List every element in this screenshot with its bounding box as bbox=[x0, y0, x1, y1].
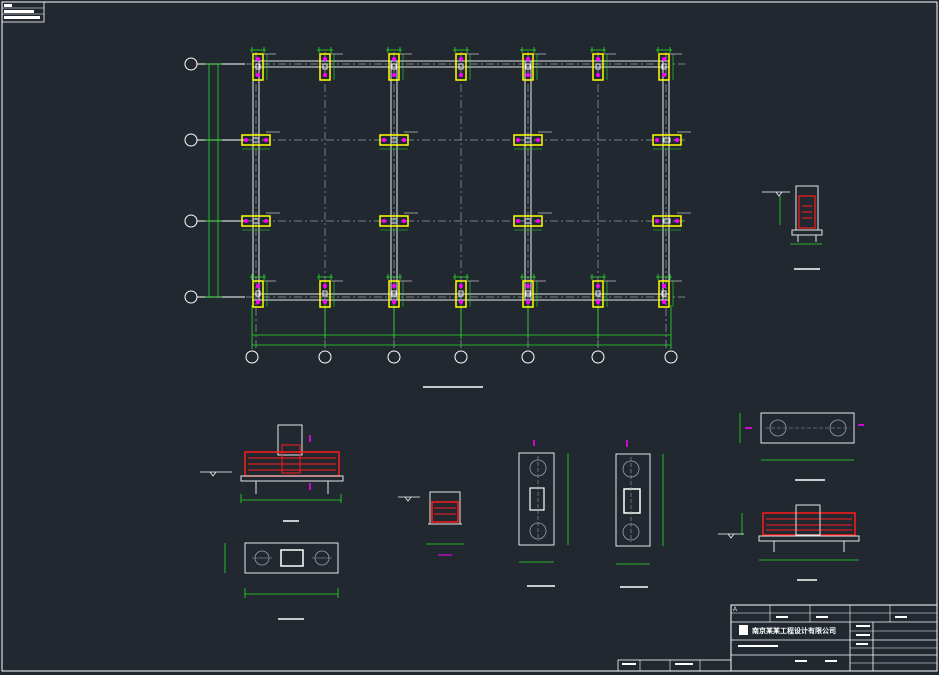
horizontal-axis-lines bbox=[198, 63, 685, 298]
footing-vertical bbox=[386, 274, 412, 308]
footing-vertical bbox=[590, 274, 616, 308]
foundation-beam-section-1 bbox=[200, 424, 344, 522]
axis-bubbles-columns bbox=[245, 350, 678, 364]
footing-vertical bbox=[250, 274, 276, 308]
title-block: 南京某某工程设计有限公司 A bbox=[730, 604, 938, 672]
footing-vertical bbox=[317, 274, 343, 308]
left-dimension-lines bbox=[205, 63, 222, 298]
footing-horizontal bbox=[513, 212, 552, 231]
footing-vertical bbox=[590, 47, 616, 81]
footing-vertical bbox=[250, 47, 276, 81]
vertical-axis-lines bbox=[255, 52, 667, 350]
pile-cap-plan-detail-2 bbox=[615, 440, 664, 588]
footing-vertical bbox=[386, 47, 412, 81]
company-name: 南京某某工程设计有限公司 bbox=[752, 626, 836, 635]
corner-tag bbox=[1, 1, 45, 23]
footing-vertical bbox=[656, 274, 682, 308]
footings bbox=[241, 47, 691, 308]
axis-bubbles-rows bbox=[184, 57, 245, 304]
pile-cap-plan-detail-3 bbox=[739, 412, 864, 481]
footing-horizontal bbox=[241, 131, 280, 150]
footing-vertical bbox=[520, 47, 546, 81]
footing-horizontal bbox=[652, 212, 691, 231]
footing-vertical bbox=[453, 274, 479, 308]
footing-horizontal bbox=[241, 212, 280, 231]
bottom-dimension-lines bbox=[251, 305, 672, 349]
footing-vertical bbox=[317, 47, 343, 81]
pile-cap-plan-detail-1 bbox=[518, 440, 569, 587]
revision-mark: A bbox=[733, 607, 737, 613]
foundation-plan-detail-1 bbox=[224, 542, 339, 620]
foundation-beam-section-2 bbox=[398, 491, 464, 556]
column-section-detail bbox=[762, 185, 823, 270]
footing-horizontal bbox=[652, 131, 691, 150]
footing-horizontal bbox=[379, 131, 418, 150]
lower-title-strip bbox=[617, 659, 732, 672]
footing-vertical bbox=[656, 47, 682, 81]
footing-horizontal bbox=[513, 131, 552, 150]
footing-vertical bbox=[453, 47, 479, 81]
footing-vertical bbox=[520, 274, 546, 308]
footing-horizontal bbox=[379, 212, 418, 231]
foundation-beam-section-3 bbox=[718, 504, 860, 581]
foundation-plan bbox=[184, 47, 691, 388]
